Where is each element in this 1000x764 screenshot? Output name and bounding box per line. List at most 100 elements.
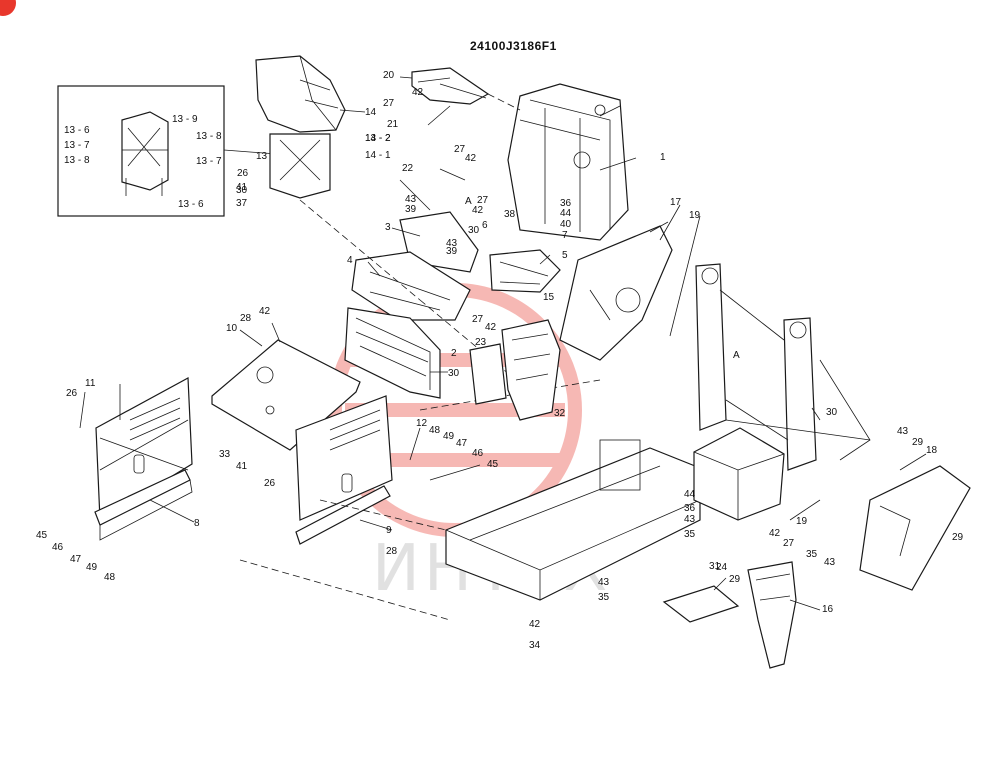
callout-label: 43 xyxy=(405,194,417,205)
callout-label: 42 xyxy=(769,528,781,539)
callout-label: 45 xyxy=(487,459,499,470)
callout-label: 35 xyxy=(598,592,610,603)
callout-label: 41 xyxy=(236,461,248,472)
callout-label: 27 xyxy=(472,314,484,325)
callout-label: 33 xyxy=(219,449,231,460)
callout-label: 27 xyxy=(477,195,489,206)
inset-seat-bracket-detail xyxy=(57,85,291,217)
callout-label: A xyxy=(733,350,740,361)
boom-posts xyxy=(695,263,871,471)
callout-label: 39 xyxy=(405,204,417,215)
callout-label: 44 xyxy=(684,489,696,500)
callout-label: A xyxy=(465,196,472,207)
callout-label: 35 xyxy=(806,549,818,560)
callout-label: 46 xyxy=(472,448,484,459)
callout-label: 47 xyxy=(456,438,468,449)
callout-label: 23 xyxy=(475,337,487,348)
callout-label: 37 xyxy=(236,198,248,209)
callout-label: 42 xyxy=(465,153,477,164)
callout-label: 3 xyxy=(385,222,391,233)
callout-label: 19 xyxy=(796,516,808,527)
callout-label: 49 xyxy=(86,562,98,573)
cab-frame xyxy=(507,83,629,241)
console-side-plate xyxy=(469,343,507,405)
callout-label: 11 xyxy=(85,378,96,389)
callout-label: 28 xyxy=(240,313,252,324)
callout-label: 19 xyxy=(689,210,701,221)
callout-label: 44 xyxy=(560,208,572,219)
seat xyxy=(255,55,346,199)
callout-label: 43 xyxy=(684,514,696,525)
callout-label: 9 xyxy=(386,525,392,536)
callout-label: 8 xyxy=(194,518,200,529)
callout-label: 22 xyxy=(402,163,414,174)
callout-label: 41 xyxy=(236,182,248,193)
callout-label: 2 xyxy=(451,348,457,359)
pedal-assembly xyxy=(747,561,797,669)
callout-label: 39 xyxy=(446,246,458,257)
callout-label: 26 xyxy=(264,478,276,489)
callout-label: 4 xyxy=(347,255,353,266)
pedal-bracket-plate xyxy=(662,585,740,623)
callout-label: 34 xyxy=(529,640,541,651)
callout-label: 26 xyxy=(237,168,249,179)
callout-label: 42 xyxy=(529,619,541,630)
callout-label: 48 xyxy=(429,425,441,436)
callout-label: 42 xyxy=(485,322,497,333)
callout-label: 5 xyxy=(562,250,568,261)
callout-label: 27 xyxy=(454,144,466,155)
callout-label: 13 - 9 xyxy=(172,114,198,125)
callout-label: 42 xyxy=(259,306,271,317)
callout-label: 43 xyxy=(446,238,458,249)
callout-label: 30 xyxy=(448,368,460,379)
callout-label: 13 - 6 xyxy=(64,125,90,136)
callout-label: 13 - 7 xyxy=(196,156,222,167)
corner-badge xyxy=(0,0,16,16)
callout-label: 16 xyxy=(822,604,834,615)
callout-label: 29 xyxy=(729,574,741,585)
callout-label: 7 xyxy=(562,230,568,241)
callout-label: 43 xyxy=(897,426,909,437)
rear-guard xyxy=(559,225,673,361)
callout-label: 28 xyxy=(386,546,398,557)
callout-labels: 1 2 3 4 5 6 7 8 9 10 11 12 13 13 - 2 13 … xyxy=(36,70,964,651)
callout-label: 27 xyxy=(783,538,795,549)
callout-label: 13 - 6 xyxy=(178,199,204,210)
callout-label: 36 xyxy=(560,198,572,209)
callout-label: 24 xyxy=(716,562,728,573)
callout-label: 43 xyxy=(824,557,836,568)
callout-label: 47 xyxy=(70,554,82,565)
callout-label: 30 xyxy=(826,407,838,418)
callout-label: 49 xyxy=(443,431,455,442)
callout-label: 14 - 1 xyxy=(365,150,391,161)
callout-label: 35 xyxy=(684,529,696,540)
callout-label: 14 - 2 xyxy=(365,133,391,144)
callout-label: 13 - 8 xyxy=(196,131,222,142)
callout-label: 21 xyxy=(387,119,399,130)
callout-label: 40 xyxy=(560,219,572,230)
callout-label: 18 xyxy=(926,445,938,456)
callout-label: 32 xyxy=(554,408,566,419)
callout-label: 13 - 7 xyxy=(64,140,90,151)
drawing-code: 24100J3186F1 xyxy=(470,39,557,53)
callout-label: 48 xyxy=(104,572,116,583)
callout-label: 46 xyxy=(52,542,64,553)
callout-label: 42 xyxy=(412,87,424,98)
callout-label: 15 xyxy=(543,292,555,303)
callout-label: 29 xyxy=(912,437,924,448)
pedal-bracket xyxy=(411,67,521,111)
callout-label: 30 xyxy=(236,185,248,196)
callout-label: 43 xyxy=(598,577,610,588)
callout-label: 29 xyxy=(952,532,964,543)
callout-label: 31 xyxy=(709,561,721,572)
callout-label: 27 xyxy=(383,98,395,109)
right-step-bar xyxy=(295,485,391,545)
callout-label: 17 xyxy=(670,197,682,208)
callout-label: 6 xyxy=(482,220,488,231)
callout-label: 13 xyxy=(256,151,268,162)
left-step-bar xyxy=(94,469,193,541)
callout-label: 13 - 8 xyxy=(64,155,90,166)
callout-label: 42 xyxy=(472,205,484,216)
dash-panel xyxy=(344,307,441,399)
